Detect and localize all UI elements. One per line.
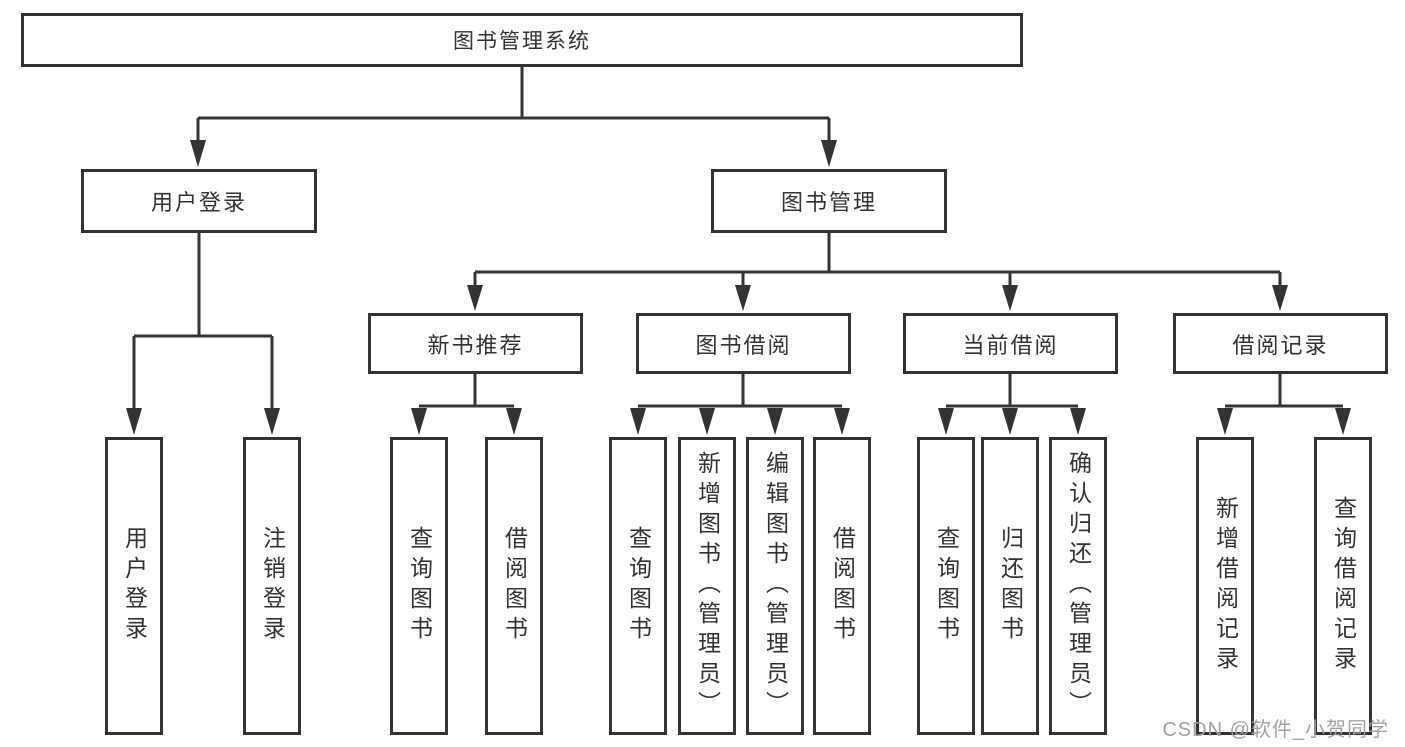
node-label: 查询图书 — [625, 526, 652, 646]
node-label: 归还图书 — [997, 526, 1024, 646]
leaf-query-books-borrowing: 查询图书 — [609, 437, 667, 735]
leaf-user-login: 用户登录 — [105, 437, 163, 735]
node-book-borrowing: 图书借阅 — [636, 313, 851, 374]
leaf-borrow-books-recommend: 借阅图书 — [485, 437, 543, 735]
node-root: 图书管理系统 — [21, 13, 1023, 67]
leaf-return-books: 归还图书 — [981, 437, 1039, 735]
leaf-logout: 注销登录 — [243, 437, 301, 735]
node-label: 用户登录 — [121, 526, 148, 646]
node-label: 查询借阅记录 — [1330, 496, 1357, 676]
node-label: 借阅图书 — [829, 526, 856, 646]
arrowheads — [126, 140, 1351, 435]
node-label: 查询图书 — [406, 526, 433, 646]
node-borrowing-records: 借阅记录 — [1173, 313, 1388, 374]
node-label: 图书管理系统 — [453, 30, 591, 53]
leaf-query-books-current: 查询图书 — [917, 437, 975, 735]
node-current-borrowing: 当前借阅 — [903, 313, 1118, 374]
leaf-add-books-admin: 新增图书（管理员） — [678, 437, 736, 735]
node-label: 编辑图书（管理员） — [762, 451, 789, 721]
node-label: 新增图书（管理员） — [694, 451, 721, 721]
node-label: 借阅图书 — [501, 526, 528, 646]
leaf-query-borrow-record: 查询借阅记录 — [1314, 437, 1372, 735]
node-label: 新书推荐 — [427, 332, 524, 358]
node-label: 确认归还（管理员） — [1065, 451, 1092, 721]
node-label: 图书借阅 — [695, 332, 792, 358]
node-label: 注销登录 — [259, 526, 286, 646]
leaf-edit-books-admin: 编辑图书（管理员） — [746, 437, 804, 735]
node-label: 当前借阅 — [962, 332, 1059, 358]
node-label: 新增借阅记录 — [1212, 496, 1239, 676]
leaf-add-borrow-record: 新增借阅记录 — [1196, 437, 1254, 735]
leaf-confirm-return-admin: 确认归还（管理员） — [1049, 437, 1107, 735]
node-label: 查询图书 — [933, 526, 960, 646]
leaf-query-books-recommend: 查询图书 — [390, 437, 448, 735]
node-label: 图书管理 — [780, 190, 877, 215]
node-label: 用户登录 — [150, 190, 247, 215]
leaf-borrow-books-borrowing: 借阅图书 — [813, 437, 871, 735]
node-user-login: 用户登录 — [81, 169, 317, 233]
node-label: 借阅记录 — [1232, 332, 1329, 358]
node-new-book-recommend: 新书推荐 — [368, 313, 583, 374]
node-book-management: 图书管理 — [711, 169, 947, 233]
